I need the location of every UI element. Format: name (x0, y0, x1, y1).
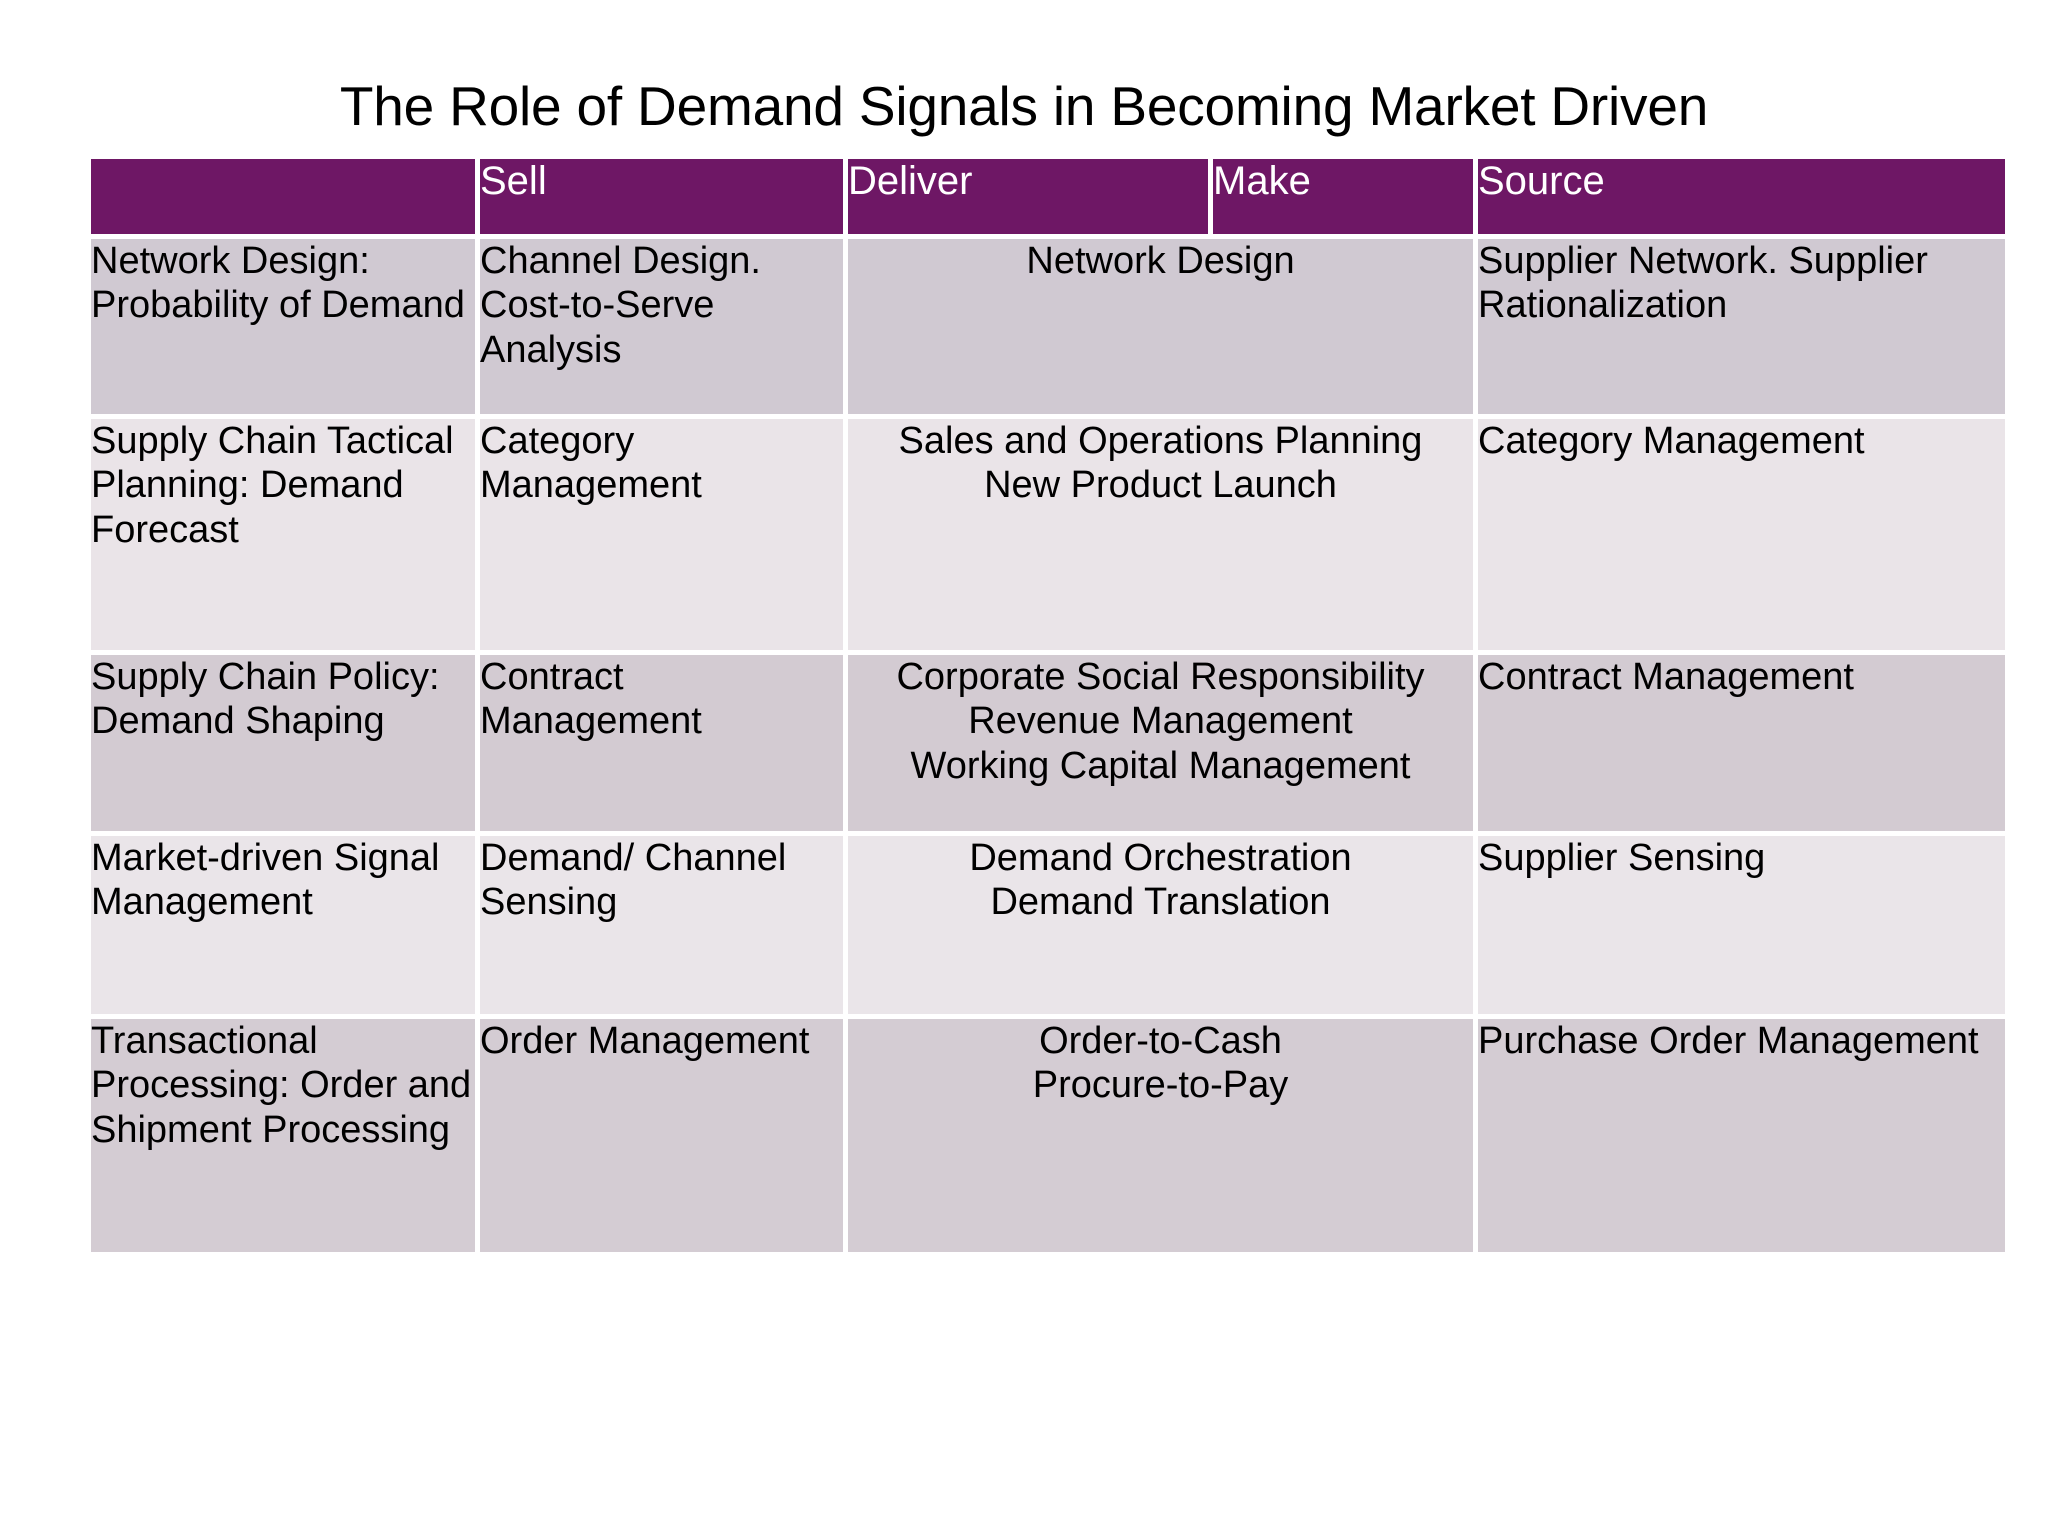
cell-deliver-make: Demand Orchestration Demand Translation (848, 836, 1473, 1014)
cell-line: Procure-to-Pay (1032, 1064, 1289, 1107)
cell-source: Category Management (1478, 419, 2005, 650)
cell-deliver-make: Corporate Social Responsibility Revenue … (848, 655, 1473, 831)
cell-source: Purchase Order Management (1478, 1019, 2005, 1252)
cell-line: Demand Translation (990, 881, 1331, 924)
column-header-sell: Sell (480, 159, 843, 234)
cell-source: Supplier Sensing (1478, 836, 2005, 1014)
cell-process: Supply Chain Policy: Demand Shaping (91, 655, 475, 831)
cell-sell: Order Management (480, 1019, 843, 1252)
table-body: Network Design: Probability of Demand Ch… (91, 239, 2005, 1252)
cell-process: Network Design: Probability of Demand (91, 239, 475, 414)
cell-line: Sales and Operations Planning (898, 420, 1423, 462)
cell-line: Demand Orchestration (969, 837, 1352, 879)
cell-source: Contract Management (1478, 655, 2005, 831)
header-row: Sell Deliver Make Source (91, 159, 2005, 234)
cell-process: Supply Chain Tactical Planning: Demand F… (91, 419, 475, 650)
column-header-source: Source (1478, 159, 2005, 234)
column-header-make: Make (1213, 159, 1473, 234)
cell-sell: Category Management (480, 419, 843, 650)
cell-process: Transactional Processing: Order and Ship… (91, 1019, 475, 1252)
cell-sell: Channel Design. Cost-to-Serve Analysis (480, 239, 843, 414)
cell-process: Market-driven Signal Management (91, 836, 475, 1014)
cell-line: Working Capital Management (910, 744, 1411, 787)
cell-deliver-make: Sales and Operations Planning New Produc… (848, 419, 1473, 650)
cell-line: New Product Launch (984, 464, 1337, 507)
cell-deliver-make: Network Design (848, 239, 1473, 414)
table-row: Transactional Processing: Order and Ship… (91, 1019, 2005, 1252)
cell-line: Network Design (1026, 240, 1295, 282)
page-title: The Role of Demand Signals in Becoming M… (339, 75, 1709, 137)
table-header: Sell Deliver Make Source (91, 159, 2005, 234)
cell-line: Revenue Management (968, 700, 1353, 743)
table-row: Supply Chain Policy: Demand Shaping Cont… (91, 655, 2005, 831)
cell-source: Supplier Network. Supplier Rationalizati… (1478, 239, 2005, 414)
table-row: Market-driven Signal Management Demand/ … (91, 836, 2005, 1014)
cell-line: Corporate Social Responsibility (896, 656, 1425, 698)
cell-line: Order-to-Cash (1039, 1020, 1282, 1062)
table-row: Supply Chain Tactical Planning: Demand F… (91, 419, 2005, 650)
cell-sell: Demand/ Channel Sensing (480, 836, 843, 1014)
column-header-process (91, 159, 475, 234)
cell-deliver-make: Order-to-Cash Procure-to-Pay (848, 1019, 1473, 1252)
demand-signals-matrix: Sell Deliver Make Source Network Design:… (86, 154, 2010, 1257)
column-header-deliver: Deliver (848, 159, 1208, 234)
table-row: Network Design: Probability of Demand Ch… (91, 239, 2005, 414)
cell-sell: Contract Management (480, 655, 843, 831)
